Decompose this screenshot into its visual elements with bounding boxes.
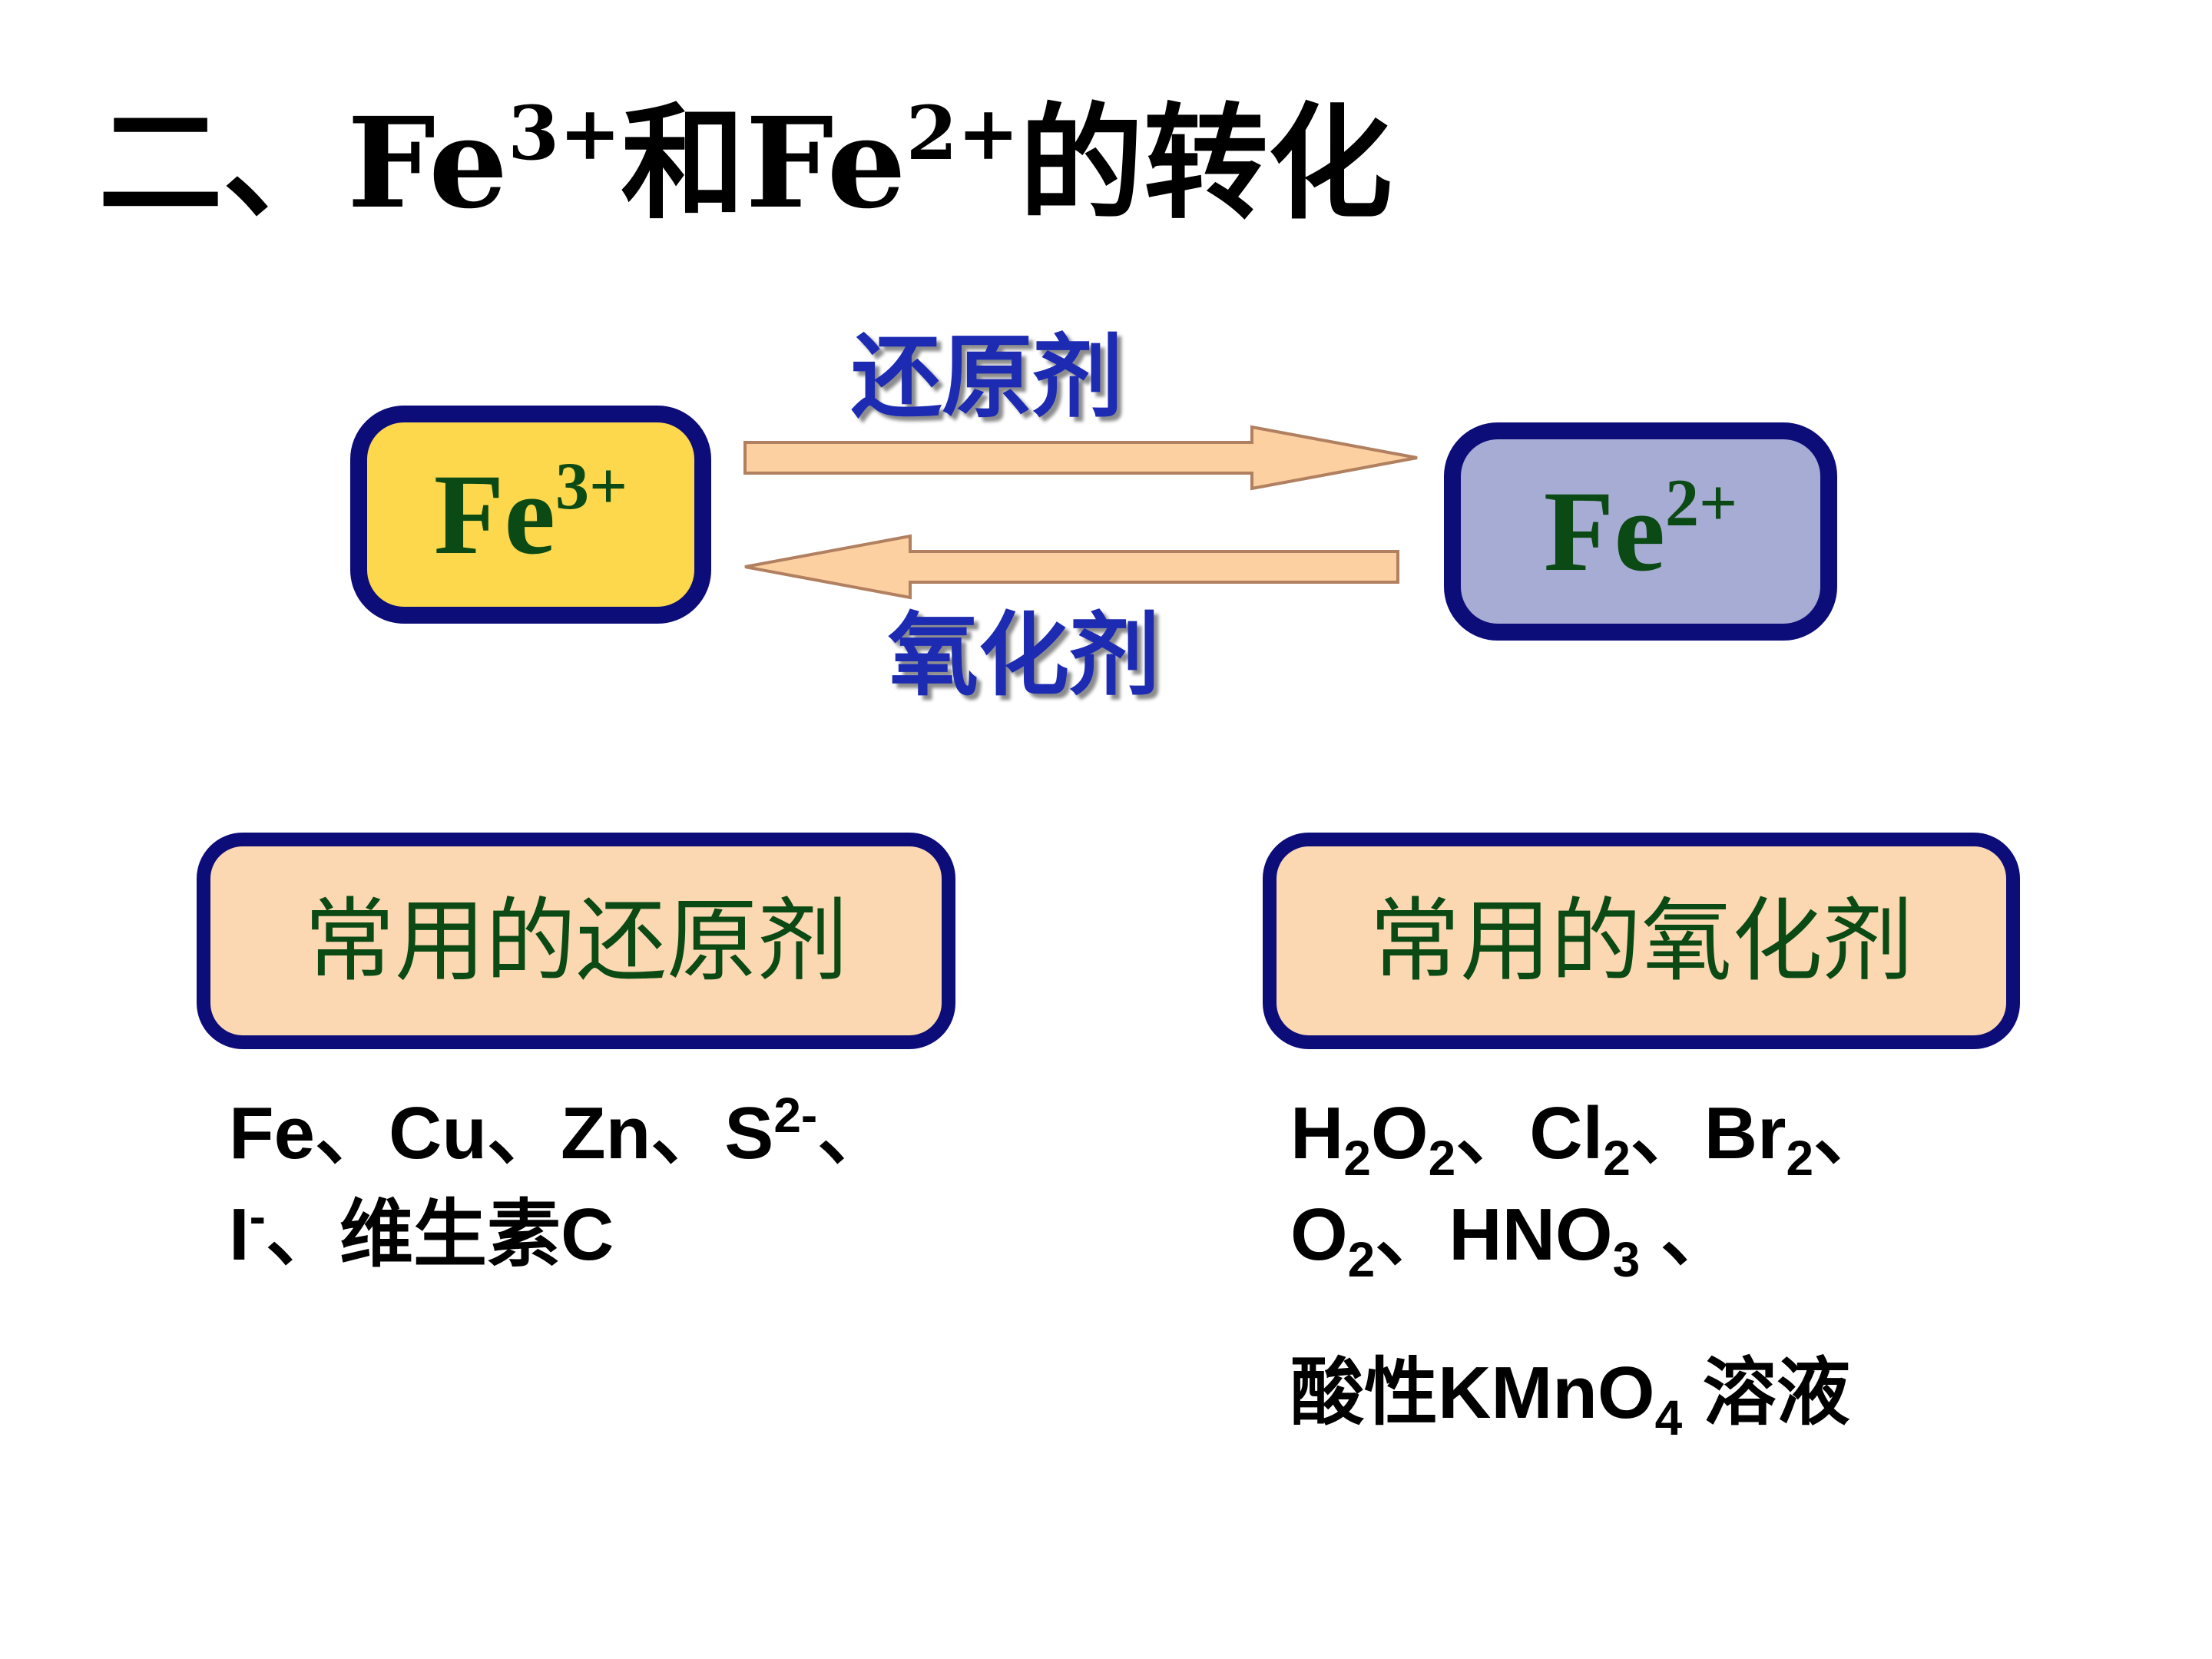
backward-arrow [744,534,1399,600]
title-charge-3plus: 3+ [508,90,621,177]
title-charge-2plus: 2+ [906,90,1019,177]
fe3-label: Fe3+ [433,449,628,578]
fe3-box: Fe3+ [350,406,711,624]
oxidizers-heading-box: 常用的氧化剂 [1263,833,2020,1049]
reducers-line-2: I-、维生素C [229,1189,614,1276]
oxidizers-line-3: 酸性KMnO4 溶液 [1290,1352,1850,1445]
reducers-heading-box: 常用的还原剂 [197,833,955,1049]
reducers-line-1: Fe、Cu、Zn、S2-、 [229,1088,892,1174]
backward-label: 氧化剂 [888,602,1161,708]
oxidizers-line-1: H2O2、Cl2、Br2、 [1290,1092,1888,1186]
forward-label: 还原剂 [851,324,1124,430]
oxidizers-line-2: O2、HNO3 、 [1290,1194,1734,1287]
forward-arrow [743,425,1418,491]
fe2-box: Fe2+ [1444,422,1837,641]
oxidizers-heading: 常用的氧化剂 [1369,888,1913,994]
fe2-label: Fe2+ [1543,466,1738,595]
reducers-heading: 常用的还原剂 [303,888,848,994]
page-title: 二、Fe3+和Fe2+的转化 [98,90,1392,237]
